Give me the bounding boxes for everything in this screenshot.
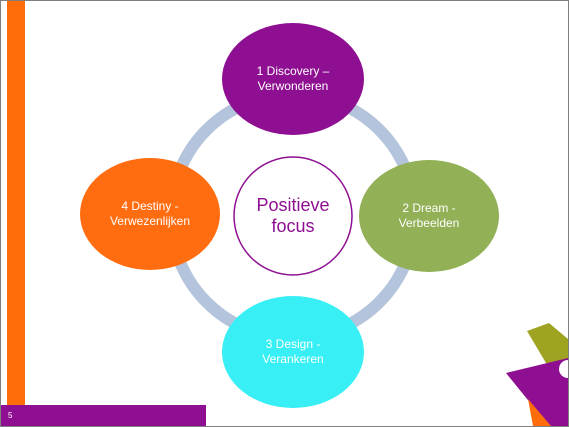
center-label: Positieve focus <box>256 195 330 236</box>
center-circle <box>233 156 353 276</box>
left-accent-bar <box>7 1 25 405</box>
node-discovery-label: 1 Discovery – Verwonderen <box>256 64 330 93</box>
node-dream-label: 2 Dream - Verbeelden <box>398 201 460 230</box>
node-destiny-label: 4 Destiny - Verwezenlijken <box>109 199 191 228</box>
brand-logo-icon <box>506 323 568 426</box>
footer-bar <box>1 405 206 426</box>
node-destiny-circle <box>80 158 220 270</box>
node-design-circle <box>222 296 364 408</box>
node-dream-circle <box>359 160 499 272</box>
slide-number: 5 <box>8 411 13 420</box>
node-discovery-circle <box>222 23 364 135</box>
node-design-label: 3 Design - Verankeren <box>262 337 324 366</box>
